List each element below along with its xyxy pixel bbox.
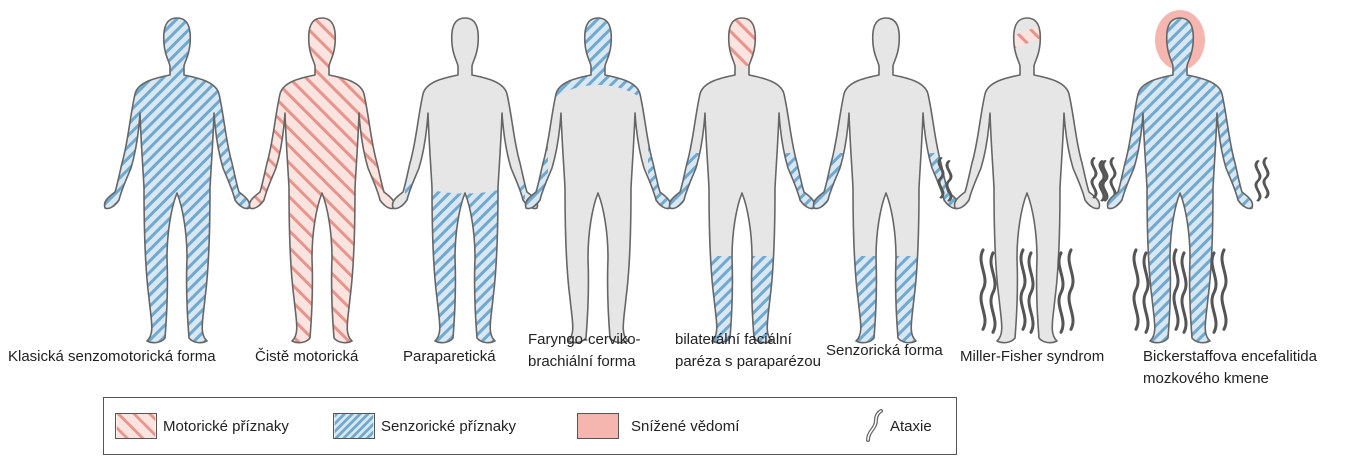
legend-label-sensory: Senzorické příznaky	[381, 418, 516, 435]
figure-caption: Paraparetická	[403, 346, 496, 368]
figure-caption: Čistě motorická	[255, 346, 358, 368]
legend: Motorické příznaky Senzorické příznaky S…	[103, 397, 957, 455]
body-figure	[939, 18, 1115, 343]
motor-symptom-area	[232, 8, 412, 345]
body-figure	[232, 8, 412, 345]
legend-item-consciousness: Snížené vědomí	[577, 411, 739, 441]
body-figure	[1090, 8, 1270, 345]
sensory-symptom-area	[87, 8, 267, 345]
sensory-swatch	[333, 413, 375, 439]
sensory-symptom-area	[405, 180, 525, 345]
figure-caption: Miller-Fisher syndrom	[960, 346, 1104, 368]
legend-item-motor: Motorické příznaky	[115, 411, 289, 441]
gbs-variants-figure	[0, 0, 1357, 345]
body-figure	[508, 8, 688, 343]
legend-item-ataxia: Ataxie	[864, 411, 932, 441]
legend-label-consciousness: Snížené vědomí	[631, 418, 739, 435]
legend-item-sensory: Senzorické příznaky	[333, 411, 516, 441]
legend-label-motor: Motorické příznaky	[163, 418, 289, 435]
figure-caption: Klasická senzomotorická forma	[8, 346, 216, 368]
body-figure	[87, 8, 267, 345]
body-figure	[392, 18, 537, 345]
sensory-symptom-area	[1090, 8, 1270, 345]
figure-caption: Senzorická forma	[826, 340, 943, 362]
body-figure	[791, 18, 981, 345]
figure-caption: Faryngo-cerviko-brachiální forma	[528, 329, 641, 373]
body-figure	[647, 8, 837, 345]
motor-swatch	[115, 413, 157, 439]
legend-label-ataxia: Ataxie	[890, 418, 932, 435]
ataxia-icon	[864, 409, 886, 443]
consciousness-swatch	[577, 413, 619, 439]
